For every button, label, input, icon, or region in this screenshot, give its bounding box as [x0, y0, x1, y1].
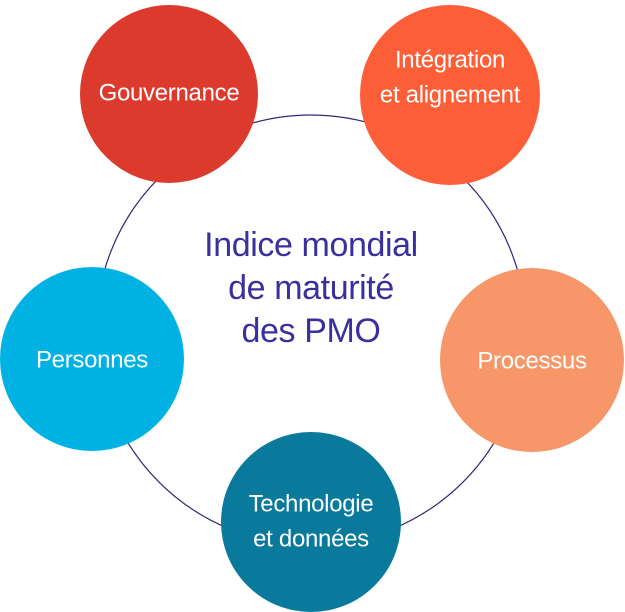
node-technologie-label-line-1: Technologie — [249, 490, 374, 517]
center-title-line-2: de maturité — [228, 269, 394, 307]
node-integration: Intégration et alignement — [360, 5, 540, 185]
node-technologie: Technologie et données — [221, 432, 401, 612]
node-processus-circle — [440, 268, 624, 452]
node-technologie-label-line-2: et données — [253, 525, 369, 552]
node-processus-label: Processus — [477, 347, 587, 374]
node-personnes: Personnes — [0, 267, 184, 451]
node-processus: Processus — [440, 268, 624, 452]
node-personnes-label: Personnes — [36, 346, 148, 373]
node-gouvernance-label: Gouvernance — [99, 79, 240, 106]
center-title-line-3: des PMO — [242, 312, 381, 350]
center-title-line-1: Indice mondial — [204, 226, 418, 264]
node-gouvernance-circle — [80, 5, 258, 183]
node-integration-label-line-2: et alignement — [380, 81, 521, 108]
center-title: Indice mondial de maturité des PMO — [204, 226, 418, 350]
node-gouvernance: Gouvernance — [80, 5, 258, 183]
node-integration-circle — [360, 5, 540, 185]
node-personnes-circle — [0, 267, 184, 451]
node-technologie-circle — [221, 432, 401, 612]
node-integration-label-line-1: Intégration — [395, 46, 505, 73]
